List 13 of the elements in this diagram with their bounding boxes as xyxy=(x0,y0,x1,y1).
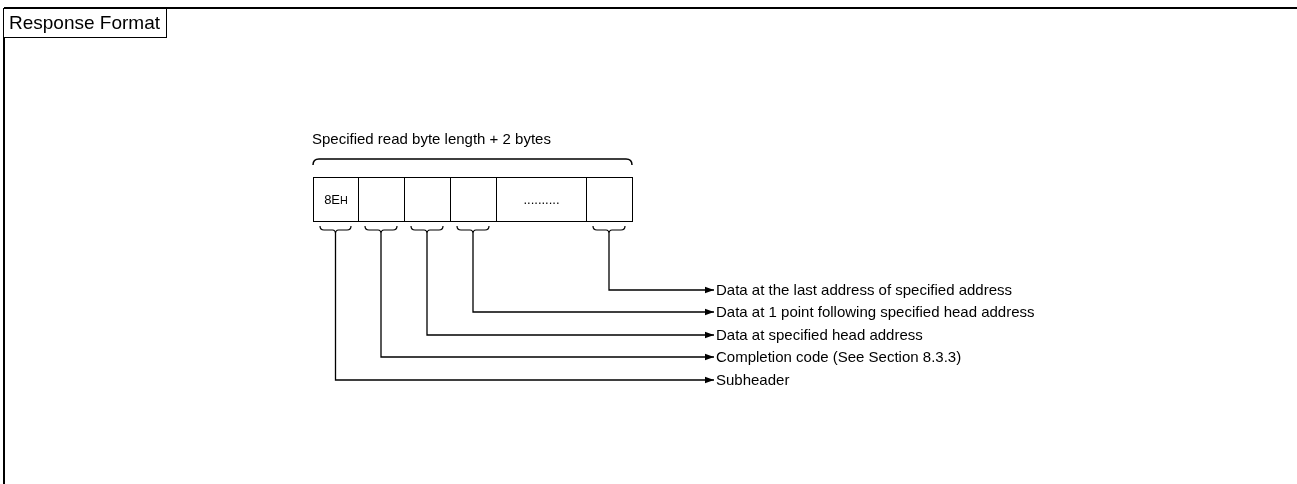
arrow xyxy=(380,233,715,361)
description-text: Subheader xyxy=(716,371,790,389)
description-text: Data at the last address of specified address xyxy=(716,281,1012,299)
section-title: Response Format xyxy=(4,8,167,38)
arrow xyxy=(426,233,715,339)
arrow xyxy=(608,233,715,294)
arrow xyxy=(472,233,715,316)
description-text: Data at 1 point following specified head address xyxy=(716,303,1035,321)
description-text: Data at specified head address xyxy=(716,326,923,344)
description-text: Completion code (See Section 8.3.3) xyxy=(716,348,962,366)
brace-label: Specified read byte length + 2 bytes xyxy=(312,130,551,148)
arrow xyxy=(334,233,715,384)
field-cell: .......... xyxy=(496,177,587,222)
